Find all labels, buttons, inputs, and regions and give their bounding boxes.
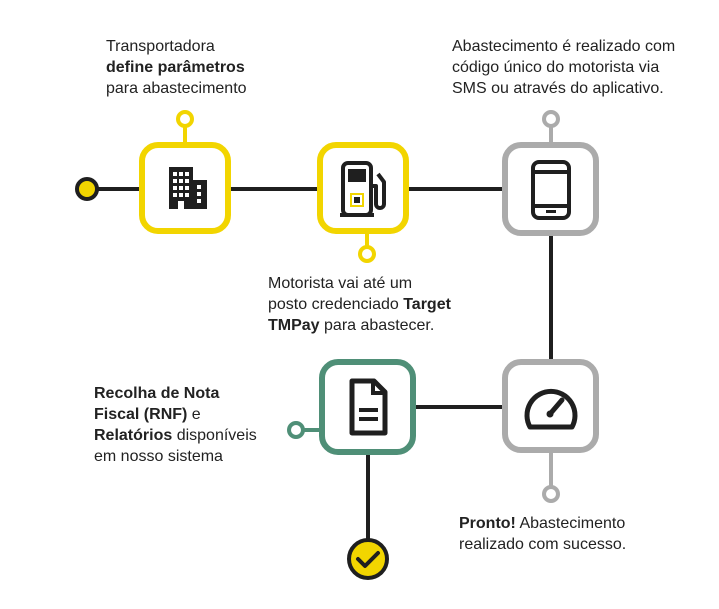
caption-text-run: Pronto!	[459, 515, 516, 532]
caption-text-run: Fiscal (RNF)	[94, 406, 188, 423]
step-box-3	[502, 142, 599, 236]
speedometer-icon	[524, 388, 578, 430]
caption-text-run: Motorista vai até um	[268, 275, 413, 292]
caption-text-run: TMPay	[268, 317, 320, 334]
step-box-1	[139, 142, 231, 234]
start-node	[75, 177, 99, 201]
caption-text-run: Abastecimento	[515, 515, 626, 532]
step-box-2	[317, 142, 409, 234]
step-box-4	[502, 359, 599, 453]
caption-text-run: em nosso sistema	[94, 448, 223, 465]
caption-text-run: código único do motorista via	[452, 59, 660, 76]
caption-text-run: realizado com sucesso.	[459, 536, 627, 553]
caption-step-3: Abastecimento é realizado com código únic…	[452, 36, 712, 99]
caption-step-2: Motorista vai até um posto credenciado Ta…	[268, 273, 498, 336]
pin-step-5	[287, 421, 305, 439]
caption-text-run: SMS ou através do aplicativo.	[452, 80, 664, 97]
connector-lines	[98, 187, 553, 540]
building-icon	[169, 167, 207, 209]
caption-text-run: para abastecer.	[319, 317, 435, 334]
caption-step-4: Pronto! Abastecimento realizado com suces…	[459, 513, 699, 555]
caption-text-run: Target	[403, 296, 451, 313]
pin-step-2	[358, 245, 376, 263]
step-box-5-frame	[319, 359, 416, 455]
caption-text-run: disponíveis	[172, 427, 257, 444]
caption-step-1: Transportadora define parâmetros para abas…	[106, 36, 306, 99]
step-box-3-frame	[502, 142, 599, 236]
pin-step-3	[542, 110, 560, 128]
caption-text-run: Transportadora	[106, 38, 215, 55]
caption-text-run: para abastecimento	[106, 80, 247, 97]
caption-text-run: e	[187, 406, 201, 423]
step-box-2-frame	[317, 142, 409, 234]
caption-text-run: define parâmetros	[106, 59, 245, 76]
smartphone-icon	[531, 160, 571, 220]
caption-text-run: Relatórios	[94, 427, 173, 444]
fuel-pump-icon	[340, 161, 386, 217]
step-box-4-frame	[502, 359, 599, 453]
document-icon	[349, 378, 388, 436]
caption-text-run: Recolha de Nota	[94, 385, 220, 402]
caption-text-run: posto credenciado	[268, 296, 404, 313]
caption-text-run: Abastecimento é realizado com	[452, 38, 676, 55]
pin-step-1	[176, 110, 194, 128]
pin-step-4	[542, 485, 560, 503]
caption-pins	[176, 110, 560, 503]
step-box-5	[319, 359, 416, 455]
check-circle-icon	[347, 538, 389, 580]
